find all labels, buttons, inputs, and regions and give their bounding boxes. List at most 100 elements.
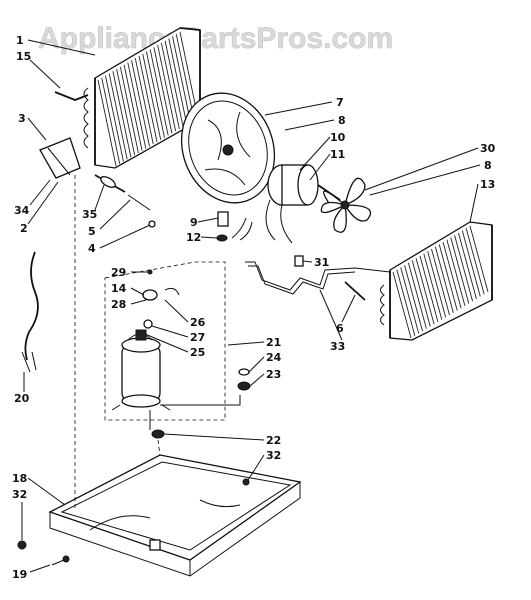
coil-fin <box>415 258 435 325</box>
coil-fin <box>404 264 423 332</box>
coil-fin <box>146 51 165 138</box>
screw-32-right <box>242 478 250 486</box>
condenser-coil <box>83 27 201 169</box>
coil-fin <box>116 68 136 156</box>
callout-7: 7 <box>336 96 344 109</box>
coil-fin <box>431 248 450 316</box>
coil-fin <box>127 62 147 149</box>
callout-32-right: 32 <box>266 449 281 462</box>
callout-20: 20 <box>14 392 30 405</box>
thermostat-clip <box>294 255 304 267</box>
callout-3: 3 <box>18 112 26 125</box>
fan-shroud <box>180 92 276 204</box>
callout-6: 6 <box>336 322 344 335</box>
coil-fin <box>160 42 180 130</box>
callout-28: 28 <box>111 298 126 311</box>
line-6 <box>344 281 366 301</box>
screw-32-left <box>17 540 27 550</box>
coil-fin <box>400 267 420 334</box>
leader-lines <box>21 39 481 573</box>
fan-blade <box>320 177 372 233</box>
screw <box>216 234 228 242</box>
coil-fin <box>119 66 139 154</box>
coil-fin <box>396 269 416 336</box>
callout-2: 2 <box>20 222 28 235</box>
compressor <box>111 329 171 411</box>
coil-fin <box>461 230 481 297</box>
callout-1: 1 <box>16 34 24 47</box>
callout-25: 25 <box>190 346 205 359</box>
callout-33: 33 <box>330 340 345 353</box>
callout-27: 27 <box>190 331 205 344</box>
coil-fin <box>164 40 184 127</box>
terminal-cover <box>147 269 153 275</box>
coil-fin <box>97 79 117 167</box>
compressor-group-outline <box>104 261 226 421</box>
coil-fin <box>419 255 439 323</box>
coil-fin <box>454 235 474 302</box>
coil-fin <box>423 253 443 320</box>
callout-8-upper: 8 <box>338 114 346 127</box>
coil-fin <box>138 55 158 143</box>
evaporator-coil <box>380 221 493 341</box>
coil-fin <box>142 53 162 140</box>
coil-fin <box>407 262 427 329</box>
grommet <box>148 220 156 228</box>
callout-23: 23 <box>266 368 281 381</box>
callout-9: 9 <box>190 216 198 229</box>
coil-fin <box>392 271 412 339</box>
coil-fin <box>458 232 477 300</box>
callout-13: 13 <box>480 178 495 191</box>
coil-fin <box>411 260 431 327</box>
coil-fin <box>157 44 177 132</box>
strainer <box>100 176 116 188</box>
callout-11: 11 <box>330 148 345 161</box>
clip <box>143 319 153 329</box>
fan-motor <box>265 164 341 244</box>
coil-fin <box>438 244 458 311</box>
callout-labels: 1 15 3 34 2 35 5 4 7 8 10 11 30 8 13 9 1… <box>12 34 496 581</box>
capacitor-clip <box>217 211 229 227</box>
coil-fin <box>469 225 489 293</box>
washer-24 <box>238 368 250 376</box>
callout-24: 24 <box>266 351 282 364</box>
callout-26: 26 <box>190 316 206 329</box>
coil-fin <box>446 239 466 306</box>
coil-fin <box>108 73 128 160</box>
callout-18: 18 <box>12 472 27 485</box>
callout-8-right: 8 <box>484 159 492 172</box>
coil-fin <box>123 64 143 151</box>
coil-fin <box>149 49 169 136</box>
suction-tube <box>245 261 391 291</box>
grommet-23 <box>237 381 251 391</box>
callout-12: 12 <box>186 231 201 244</box>
overload-protector <box>142 289 158 301</box>
coil-fin <box>131 60 150 147</box>
coil-fin <box>134 58 154 145</box>
callout-22: 22 <box>266 434 281 447</box>
coil-fin <box>175 34 195 121</box>
callout-30: 30 <box>480 142 496 155</box>
coil-fin <box>153 47 173 134</box>
callout-10: 10 <box>330 131 346 144</box>
callout-15: 15 <box>16 50 31 63</box>
coil-fin <box>427 251 447 318</box>
watermark-text: AppliancePartsPros.com <box>38 22 393 55</box>
callout-29: 29 <box>111 266 126 279</box>
coil-fin <box>105 75 124 162</box>
callout-21: 21 <box>266 336 281 349</box>
callout-4: 4 <box>88 242 96 255</box>
coil-fin <box>168 38 188 125</box>
coil-fin <box>434 246 454 313</box>
coil-fin <box>112 71 132 158</box>
mounting-grommet <box>151 429 165 439</box>
coil-bracket <box>39 137 81 179</box>
coil-fin <box>101 77 121 164</box>
callout-19: 19 <box>12 568 27 581</box>
coil-fin <box>465 228 485 295</box>
callout-32-left: 32 <box>12 488 27 501</box>
screw-19 <box>51 559 65 566</box>
callout-35: 35 <box>82 208 97 221</box>
